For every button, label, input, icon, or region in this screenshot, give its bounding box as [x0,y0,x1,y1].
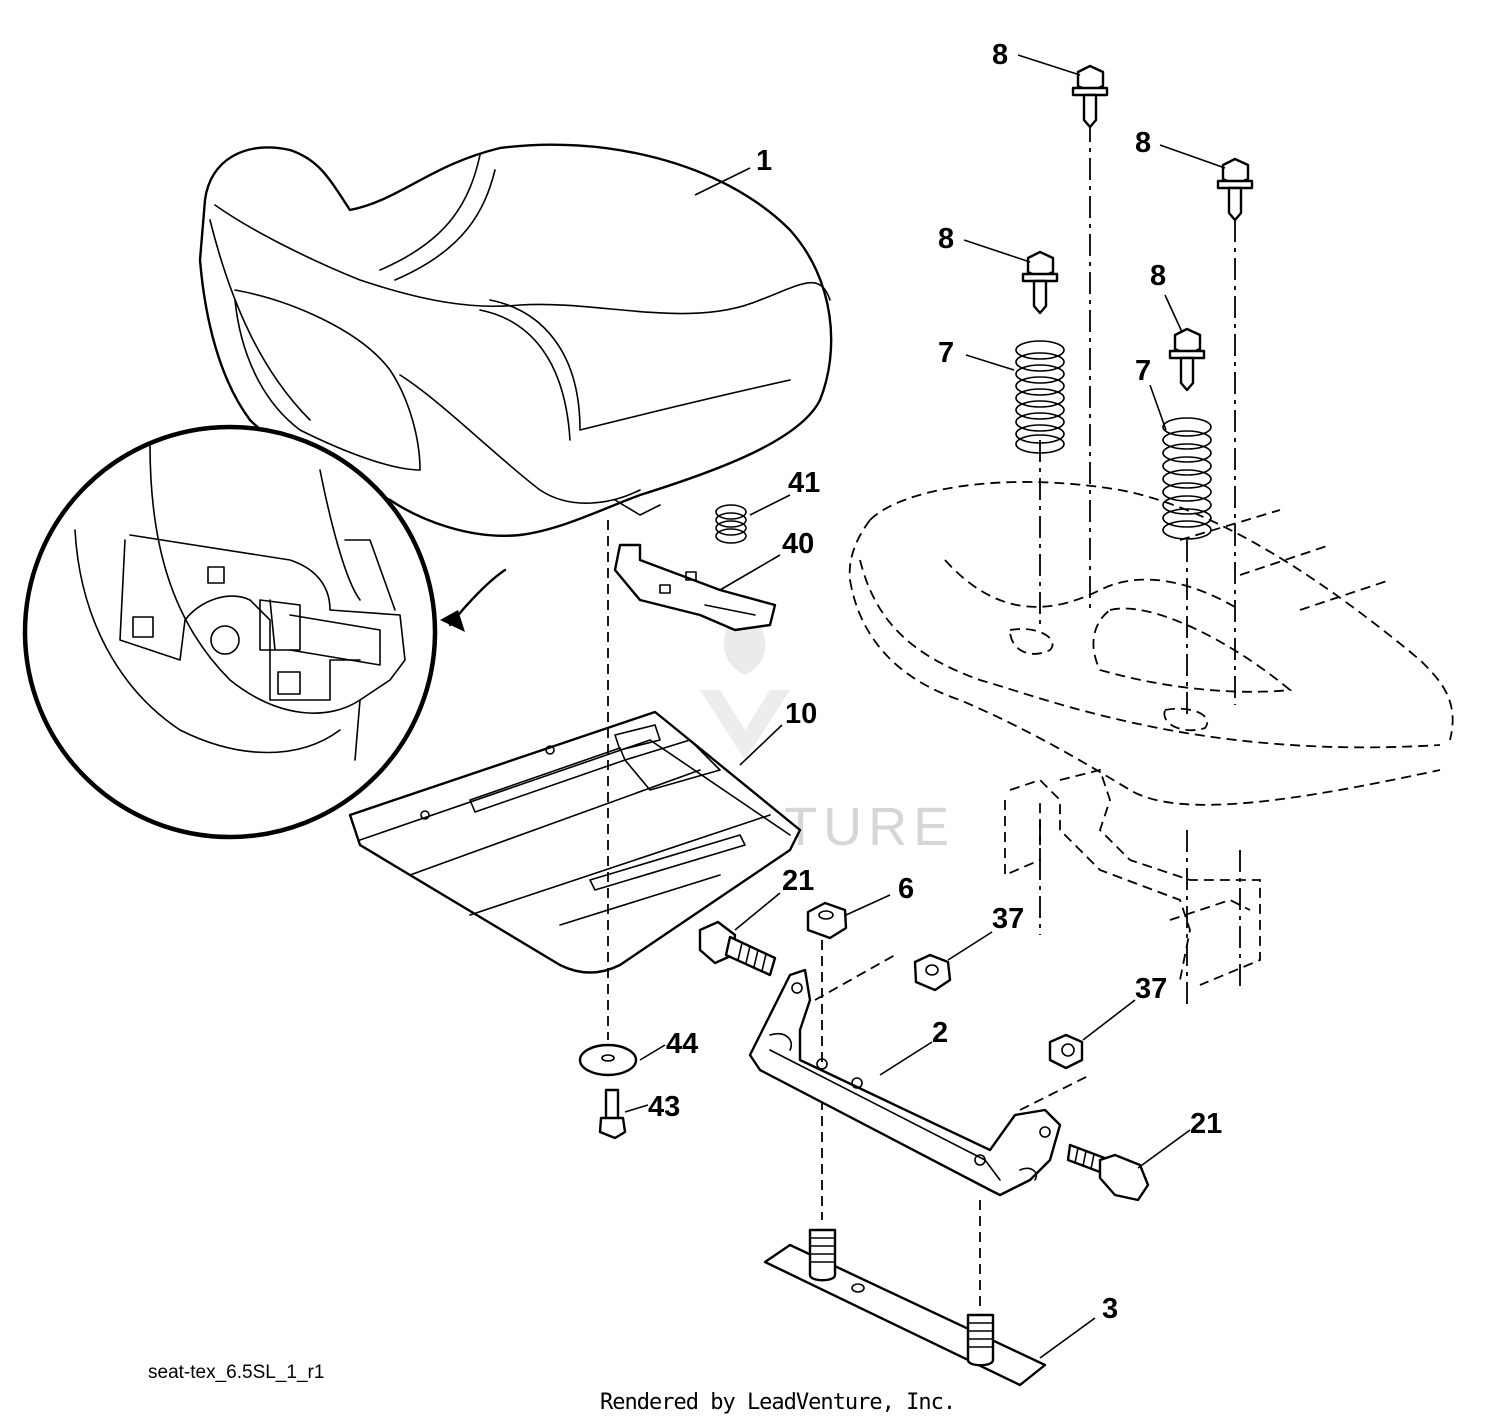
callout-8b: 8 [1135,127,1151,159]
callout-40: 40 [782,528,814,560]
callout-1: 1 [756,145,772,177]
callout-8d: 8 [1150,260,1166,292]
callout-10: 10 [785,698,817,730]
leader-7a [965,354,1015,371]
bolt-part-21-right[interactable] [1066,1143,1150,1202]
callout-6: 6 [898,873,914,905]
callout-2: 2 [932,1017,948,1049]
leader-6 [845,894,891,916]
seat-part[interactable] [198,143,833,537]
leader-1 [694,167,751,196]
render-credit: Rendered by LeadVenture, Inc. [600,1390,956,1415]
callout-37b: 37 [1135,973,1167,1005]
bolt-part-8a[interactable] [1071,64,1109,129]
bolt-part-8d[interactable] [1168,327,1206,392]
leader-43 [624,1104,649,1113]
frame-outline-dashed [848,481,1454,986]
detail-arrow-head [440,610,465,632]
callout-43: 43 [648,1091,680,1123]
leader-8c [963,239,1031,263]
nut-part-37-lower[interactable] [1048,1033,1084,1070]
leader-10 [739,724,783,766]
leader-8b [1159,144,1226,169]
leader-8d [1164,294,1183,333]
leader-7b [1149,384,1167,431]
bolt-part-21-left[interactable] [698,920,777,977]
spring-part-7-right[interactable] [1162,417,1212,540]
latch-part-40[interactable] [613,543,777,632]
spring-part-41[interactable] [715,504,747,544]
dash-bracket-nut2 [1019,1074,1091,1111]
bracket-part-2[interactable] [748,968,1062,1197]
leader-37b [1082,999,1136,1041]
callout-21a: 21 [782,865,814,897]
callout-8a: 8 [992,39,1008,71]
diagram-id: seat-tex_6.5SL_1_r1 [148,1362,325,1383]
callout-8c: 8 [938,223,954,255]
callout-41: 41 [788,467,820,499]
bolt-part-8b[interactable] [1216,157,1254,222]
callout-3: 3 [1102,1293,1118,1325]
callout-7b: 7 [1135,355,1151,387]
plate-part-3[interactable] [763,1228,1047,1387]
leader-44 [639,1044,666,1061]
nut-part-37-upper[interactable] [913,953,952,992]
seat-pan-part-10[interactable] [348,710,802,974]
leader-41 [749,494,791,516]
nut-part-6[interactable] [806,901,848,940]
bolt-part-43[interactable] [598,1088,627,1140]
callout-7a: 7 [938,337,954,369]
leader-40 [719,554,781,591]
detail-inset [22,424,438,840]
spring-part-7-left[interactable] [1015,340,1065,454]
leader-21a [734,892,781,931]
leader-8a [1017,54,1081,76]
callout-21b: 21 [1190,1108,1222,1140]
washer-part-44[interactable] [578,1043,638,1077]
dash-bracket-nut [814,954,896,1001]
leader-37a [947,931,993,961]
callout-44: 44 [666,1028,698,1060]
callout-37a: 37 [992,903,1024,935]
leader-2 [879,1041,933,1076]
bolt-part-8c[interactable] [1021,250,1059,315]
leader-3 [1039,1317,1096,1359]
leader-21b [1137,1129,1191,1169]
